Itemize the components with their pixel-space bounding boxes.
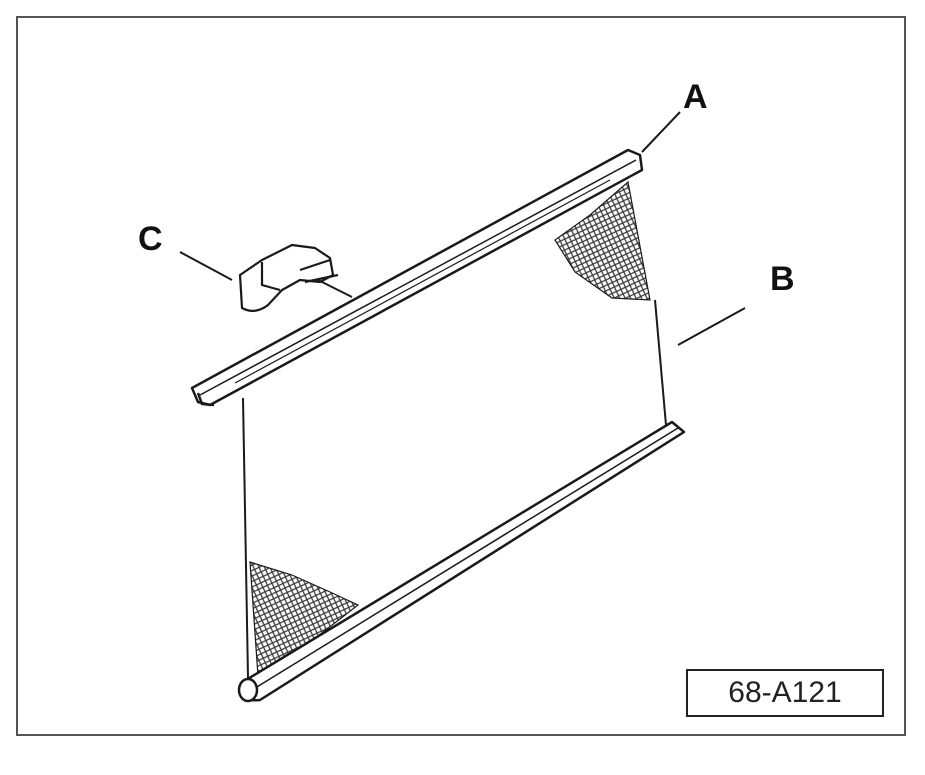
lower-roller [237, 420, 686, 703]
callout-label-a: A [683, 78, 708, 116]
figure-id-box: 68-A121 [686, 669, 884, 717]
callout-label-b: B [770, 260, 795, 298]
figure-frame [16, 16, 906, 736]
leader-line-b [677, 307, 746, 346]
leader-line-c [179, 251, 233, 281]
leader-lines [179, 111, 746, 346]
net-mesh-upper [554, 180, 651, 301]
holder-bracket [238, 243, 339, 312]
callout-label-c: C [138, 220, 163, 258]
net-panel [242, 299, 667, 679]
upper-roller [190, 148, 644, 407]
leader-line-a [641, 111, 681, 153]
